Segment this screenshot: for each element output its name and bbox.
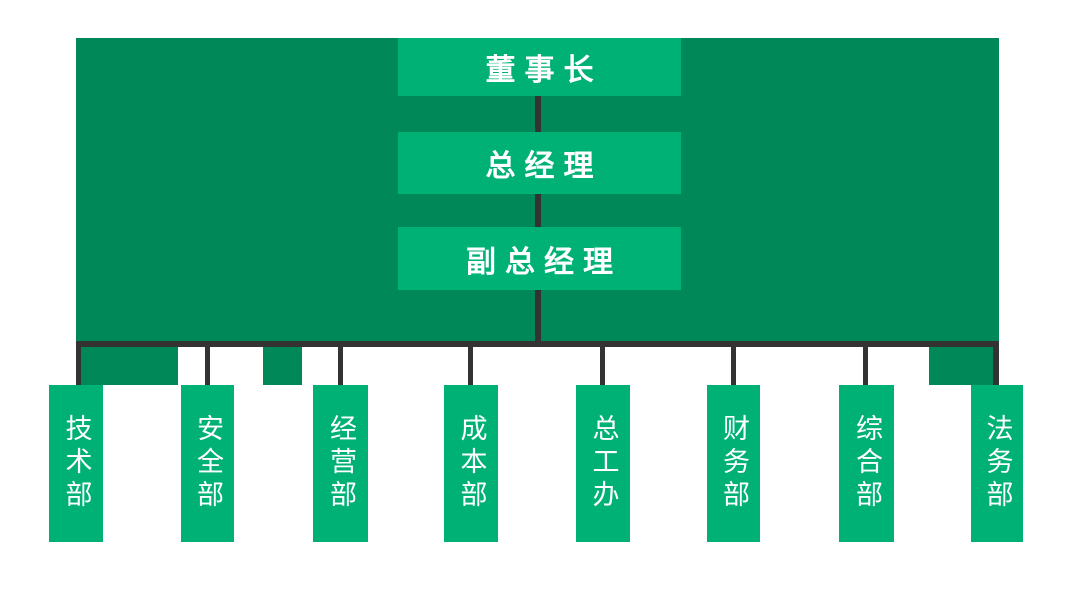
org-node-deputy-general-manager-label: 副总经理 [466,244,622,280]
org-node-deputy-general-manager: 副总经理 [398,227,681,290]
connector-deputy-trunk [535,290,541,341]
org-node-general-manager-label: 总经理 [485,149,603,184]
drop-cost [468,341,473,385]
dept-label-chief-engineer-office: 总工办 [587,414,619,513]
dept-box-operations: 经营部 [313,385,368,542]
dept-box-cost: 成本部 [444,385,498,542]
dept-label-operations: 经营部 [325,414,356,513]
dept-box-legal: 法务部 [971,385,1023,542]
drop-legal [993,341,999,385]
dept-label-legal: 法务部 [981,414,1013,513]
org-node-chairman: 董事长 [398,38,681,96]
panel-tab-right [929,347,993,385]
drop-safety [205,341,210,385]
dept-box-general-affairs: 综合部 [839,385,894,542]
dept-label-finance: 财务部 [718,414,749,513]
dept-label-cost: 成本部 [455,414,487,513]
drop-operations [338,341,343,385]
drop-general-affairs [863,341,868,385]
dept-box-chief-engineer-office: 总工办 [576,385,630,542]
dept-box-safety: 安全部 [181,385,234,542]
panel-tab-middle [263,347,302,385]
dept-label-safety: 安全部 [192,414,223,513]
connector-gm-deputy [535,194,541,227]
dept-box-technology: 技术部 [49,385,103,542]
connector-rail [76,341,999,347]
connector-chairman-gm [535,96,541,132]
drop-chief-engineer-office [600,341,605,385]
dept-label-general-affairs: 综合部 [851,414,882,513]
dept-label-technology: 技术部 [60,414,92,513]
dept-box-finance: 财务部 [707,385,760,542]
drop-finance [731,341,736,385]
org-node-chairman-label: 董事长 [485,53,603,88]
org-node-general-manager: 总经理 [398,132,681,194]
drop-technology [76,341,81,385]
panel-tab-left [81,347,178,385]
